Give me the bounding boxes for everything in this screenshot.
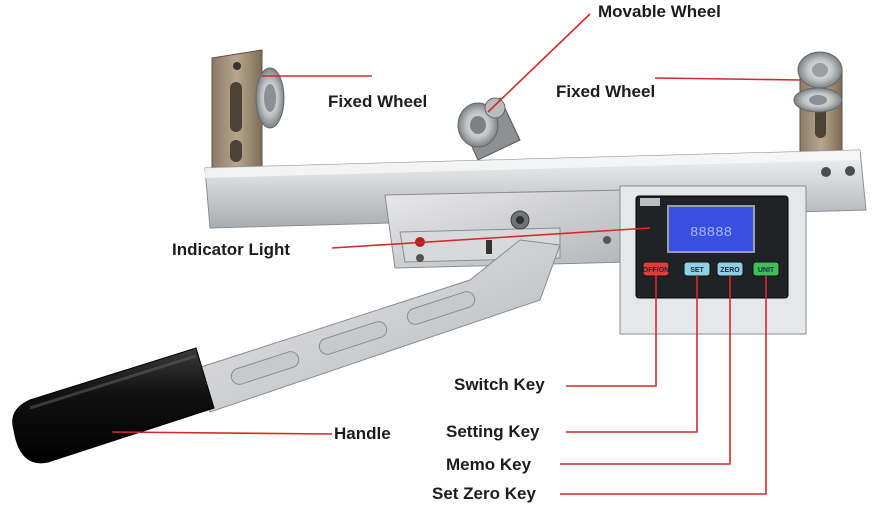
key-label-0: OFF/ON [643,267,669,274]
label-fixed-wheel-left: Fixed Wheel [328,92,428,111]
key-label-2: ZERO [720,267,740,274]
label-memo-key: Memo Key [446,455,532,474]
key-label-3: UNIT [758,267,775,274]
keypad: OFF/ON SET ZERO UNIT [642,261,780,277]
handle-arm [197,239,561,413]
label-fixed-wheel-right: Fixed Wheel [556,82,656,101]
leader-indicator-light [331,227,651,249]
leader-switch-key [566,275,657,387]
leader-memo-key [560,275,731,465]
label-setting-key: Setting Key [446,422,540,441]
handle-grip [12,347,215,464]
label-switch-key: Switch Key [454,375,545,394]
leader-lines [111,13,801,495]
fixed-wheel-left-bracket [211,49,285,191]
display-unit: 88888 [619,185,807,335]
movable-wheel [457,97,521,161]
label-set-zero-key: Set Zero Key [432,484,536,503]
leader-movable-wheel [487,13,591,113]
label-indicator-light: Indicator Light [172,240,291,259]
leader-setting-key [566,275,698,433]
label-movable-wheel: Movable Wheel [598,2,721,21]
fixed-wheel-right-bracket [793,51,843,155]
leader-handle [111,431,333,435]
leader-fixed-wheel-right [654,77,801,81]
svg-text:88888: 88888 [690,225,732,241]
key-label-1: SET [690,267,704,274]
leader-set-zero-key [560,275,767,495]
lcd-screen [667,205,755,253]
label-handle: Handle [334,424,391,443]
